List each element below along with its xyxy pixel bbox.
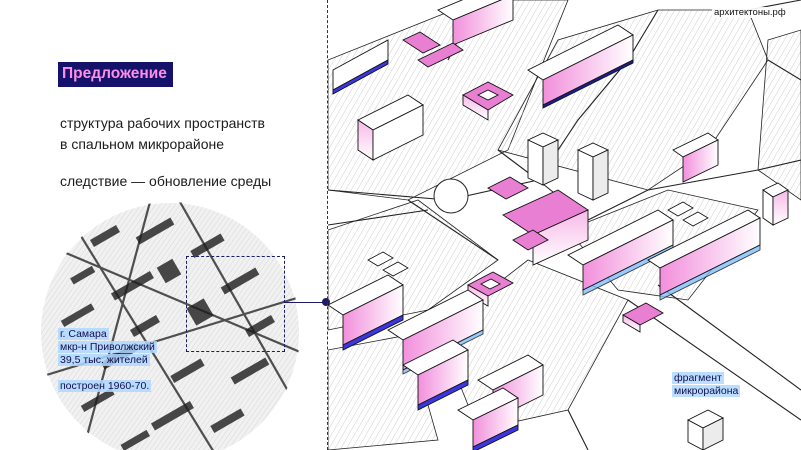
built-info: построен 1960-70.: [58, 380, 152, 393]
population-label: 39,5 тыс. жителей: [58, 354, 150, 366]
map-caption-line-1: фрагмент: [672, 372, 724, 384]
subtitle-line-2: в спальном микрорайоне: [60, 136, 225, 152]
consequence-text: следствие — обновление среды: [60, 173, 272, 189]
brand-logo-text: архитектоны.рф: [712, 7, 788, 18]
slide-title: Предложение: [58, 62, 173, 87]
built-label: построен 1960-70.: [58, 380, 152, 392]
map-caption: фрагмент микрорайона: [672, 372, 741, 398]
slide-title-container: Предложение: [58, 62, 173, 87]
connector-dot: [322, 298, 330, 306]
zoom-frame: [186, 256, 285, 352]
district-label: мкр-н Приволжский: [58, 341, 157, 353]
map-caption-line-2: микрорайона: [672, 385, 741, 397]
slide-subtitle: структура рабочих пространств в спальном…: [60, 113, 322, 155]
connector-line: [284, 302, 326, 303]
subtitle-line-1: структура рабочих пространств: [60, 115, 265, 131]
section-divider: [327, 0, 328, 450]
district-info: г. Самара мкр-н Приволжский 39,5 тыс. жи…: [58, 328, 157, 367]
city-label: г. Самара: [58, 328, 109, 340]
isometric-district-map: [328, 0, 801, 450]
